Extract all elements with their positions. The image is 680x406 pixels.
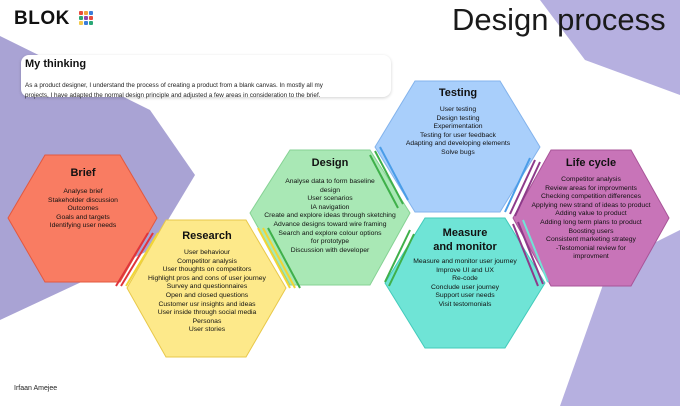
stage-item: Analyse data to form baseline (285, 178, 375, 185)
stage-item: Identifying user needs (49, 222, 117, 230)
hexagon-measure (384, 217, 546, 349)
stage-item: Open and closed questions (165, 291, 249, 299)
connector-testing-lifecycle (504, 157, 541, 217)
logo-square (84, 16, 88, 20)
logo-square (89, 21, 93, 25)
logo-square (79, 21, 83, 25)
stage-title: Testing (438, 87, 478, 99)
stage-item: User inside through social media (157, 309, 257, 317)
intro-line-2: projects, I have adapted the normal desi… (25, 92, 321, 99)
hexagon-brief (7, 154, 158, 283)
stage-item: Visit testomonials (438, 300, 492, 308)
stage-item: Design testing (436, 114, 480, 122)
stage-item: Customer usr insights and ideas (158, 300, 256, 308)
hexagon-research (126, 219, 287, 358)
stage-item: Checking competition differences (541, 193, 641, 201)
bg-shape-top-right (540, 0, 680, 95)
stage-item: Goals and targets (56, 213, 110, 221)
stage-title-line-2: and monitor (433, 241, 497, 253)
stage-item: Testing for user feedback (420, 131, 496, 139)
stage-item: Advance designs toward wire framing (273, 220, 387, 228)
stage-title: Brief (70, 167, 96, 179)
stage-item: Improve UI and UX (436, 266, 494, 274)
stage-item: User scenarios (307, 195, 353, 203)
connector-measure-lifecycle (512, 219, 549, 287)
intro-line-1: As a product designer, I understand the … (25, 82, 323, 89)
intro-text: As a product designer, I understand the … (25, 81, 445, 101)
stage-item: Survey and questionnaires (166, 283, 248, 291)
connector-design-measure (384, 229, 419, 291)
stage-item: IA navigation (310, 203, 350, 211)
stage-item: Re-code (452, 275, 478, 283)
connector-design-testing (369, 146, 409, 209)
stage-item: Adding value to product (555, 210, 627, 218)
stage-title: Design (311, 157, 349, 169)
stage-item: Consistent marketing strategy (546, 236, 636, 244)
stage-item: Highlight pros and cons of user journey (148, 274, 266, 282)
stage-item: Adding long term plans to product (540, 218, 642, 226)
stage-item: Review areas for improvments (545, 184, 637, 192)
stage-item: improvment (573, 253, 609, 261)
stage-title: Life cycle (565, 157, 617, 169)
hexagon-lifecycle (512, 149, 670, 287)
connector-brief-research (115, 232, 159, 287)
brand-logo-icon (79, 11, 93, 25)
stage-item: design (319, 186, 341, 194)
stage-title-line-1: Measure (442, 227, 488, 239)
intro-card (21, 55, 391, 97)
stage-item: Applying new strand of ideas to product (531, 201, 651, 209)
stage-item: Measure and monitor user journey (413, 258, 517, 265)
connector-research-design (257, 227, 301, 289)
stage-item: Competitor analysis (177, 257, 237, 265)
stage-item: -Testomonial review for (556, 244, 626, 252)
stage-item: Boosting users (568, 227, 614, 235)
stage-item: Conclude user journey (430, 283, 499, 291)
stage-item: Create and explore ideas through sketchi… (264, 212, 396, 220)
stage-item: Search and explore colour options (278, 229, 382, 237)
stage-item: User testing (439, 106, 477, 113)
hexagon-testing (374, 80, 541, 213)
page-title: Design process (452, 2, 666, 37)
intro-heading: My thinking (25, 58, 87, 70)
stage-item: Personas (192, 317, 222, 325)
stage-item: Analyse brief (63, 188, 103, 195)
stage-item: Competitor analysis (561, 176, 621, 183)
stage-item: User stories (188, 326, 226, 334)
hexagon-design (249, 149, 411, 286)
stage-item: Support user needs (435, 292, 495, 300)
stage-item: Adapting and developing elements (405, 140, 511, 148)
logo-square (89, 11, 93, 15)
stage-item: Stakeholder discussion (48, 196, 118, 204)
stage-measure-monitor: Measure and monitor Measure and monitor … (392, 226, 538, 310)
brand-logo-text: BLOK (14, 8, 70, 29)
logo-square (84, 21, 88, 25)
stage-item: Outcomes (67, 205, 99, 213)
logo-square (84, 11, 88, 15)
author-name: Irfaan Amejee (14, 385, 58, 392)
stage-item: for prototype (310, 238, 350, 246)
stage-item: User thoughts on competitors (162, 266, 252, 274)
logo-square (89, 16, 93, 20)
stage-title: Research (182, 230, 232, 242)
stage-item: Experimentation (433, 123, 483, 131)
stage-item: Discussion with developer (290, 246, 370, 254)
logo-square (79, 16, 83, 20)
logo-square (79, 11, 83, 15)
stage-item: User behaviour (183, 249, 231, 256)
bg-shape-right (560, 230, 680, 406)
stage-item: Solve bugs (441, 148, 475, 156)
